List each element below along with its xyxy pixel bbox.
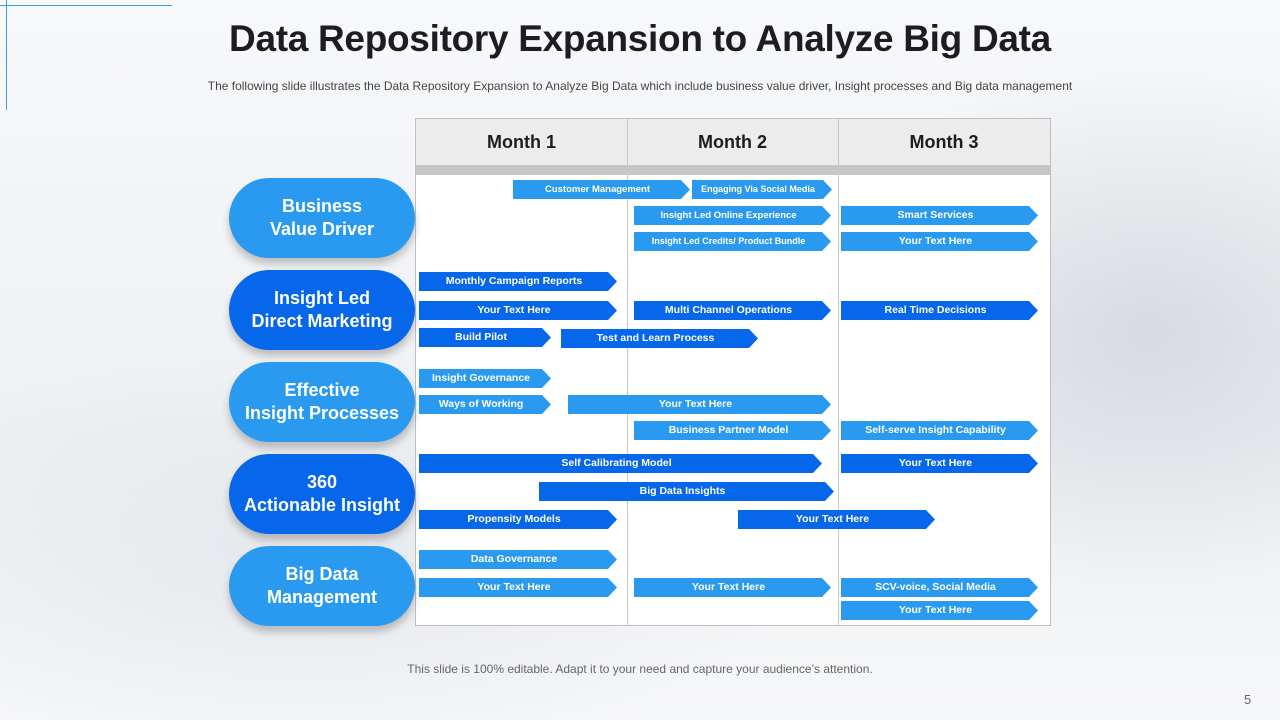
corner-accent-vertical [6,0,7,110]
roadmap-bar: Build Pilot [419,328,551,347]
grid-header-divider [416,165,1050,175]
roadmap-bar: Your Text Here [738,510,935,529]
grid-header: Month 1 Month 2 Month 3 [416,119,1050,165]
roadmap-bar: Test and Learn Process [561,329,758,348]
roadmap-bar: Propensity Models [419,510,617,529]
category-label: Effective Insight Processes [244,380,400,423]
roadmap-bar: Engaging Via Social Media [692,180,832,199]
roadmap-bar: Your Text Here [568,395,831,414]
roadmap-bar: Insight Led Credits/ Product Bundle [634,232,831,251]
roadmap-bar: Real Time Decisions [841,301,1038,320]
roadmap-bar: SCV-voice, Social Media [841,578,1038,597]
roadmap-bar: Data Governance [419,550,617,569]
roadmap-bar: Business Partner Model [634,421,831,440]
category-label: Business Value Driver [269,196,375,239]
category-label: 360 Actionable Insight [243,472,400,515]
category-big-data-management: Big Data Management [229,546,415,626]
roadmap-bar: Your Text Here [841,601,1038,620]
roadmap-bar: Big Data Insights [539,482,834,501]
roadmap-bar: Your Text Here [419,301,617,320]
roadmap-bar: Your Text Here [419,578,617,597]
slide-title: Data Repository Expansion to Analyze Big… [229,18,1051,59]
roadmap-bar: Your Text Here [841,232,1038,251]
column-divider [627,119,628,625]
roadmap-bar: Ways of Working [419,395,551,414]
month-header-2: Month 2 [698,132,767,152]
column-divider [838,119,839,625]
roadmap-bar: Self-serve Insight Capability [841,421,1038,440]
category-360-actionable-insight: 360 Actionable Insight [229,454,415,534]
category-label: Big Data Management [266,564,378,607]
page-number: 5 [1244,692,1252,707]
slide-footer-note: This slide is 100% editable. Adapt it to… [407,662,873,676]
roadmap-bar: Insight Led Online Experience [634,206,831,225]
roadmap-bar: Insight Governance [419,369,551,388]
category-effective-insight-processes: Effective Insight Processes [229,362,415,442]
category-business-value-driver: Business Value Driver [229,178,415,258]
roadmap-bar: Your Text Here [841,454,1038,473]
roadmap-bar: Your Text Here [634,578,831,597]
category-label: Insight Led Direct Marketing [251,288,393,331]
roadmap-bar: Customer Management [513,180,690,199]
category-insight-led-direct-marketing: Insight Led Direct Marketing [229,270,415,350]
month-header-1: Month 1 [487,132,556,152]
month-header-3: Month 3 [909,132,979,152]
roadmap-bar: Self Calibrating Model [419,454,822,473]
roadmap-bar: Multi Channel Operations [634,301,831,320]
roadmap-bar: Smart Services [841,206,1038,225]
corner-accent-horizontal [0,5,172,6]
slide-subtitle: The following slide illustrates the Data… [207,79,1073,93]
roadmap-bar: Monthly Campaign Reports [419,272,617,291]
